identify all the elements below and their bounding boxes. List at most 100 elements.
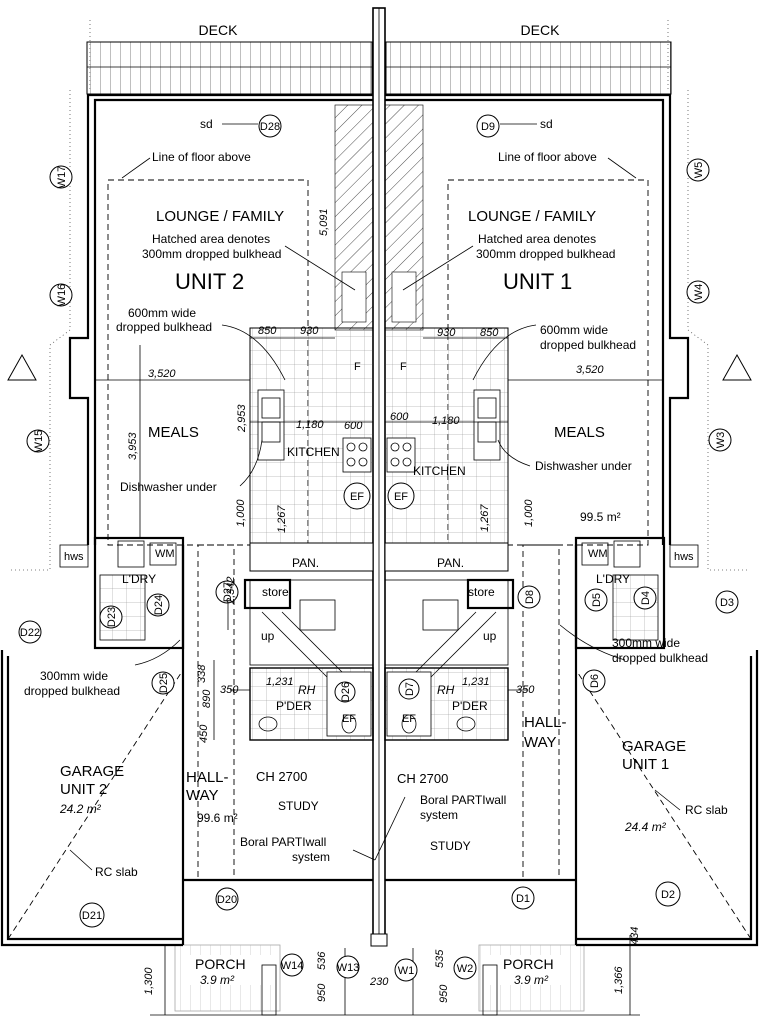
garage-left-area: 24.2 m² <box>59 802 102 816</box>
dim-350-right: 350 <box>516 684 535 696</box>
tag-d6: D6 <box>589 674 601 688</box>
dim-434: 434 <box>629 927 641 945</box>
bulkhead300-right-1: 300mm wide <box>612 636 680 650</box>
rcslab-left-label: RC slab <box>95 865 138 879</box>
bulkhead600-right-1: 600mm wide <box>540 323 608 337</box>
dim-600-left: 600 <box>344 420 363 432</box>
dim-5091: 5,091 <box>318 208 330 236</box>
area-unit2-label: 99.6 m² <box>197 811 238 825</box>
laundry-left <box>59 540 177 641</box>
porch-left-area: 3.9 m² <box>200 973 235 987</box>
pder-left-label: P'DER <box>276 699 312 713</box>
dim-850-right: 850 <box>480 327 499 339</box>
meals-right-label: MEALS <box>554 424 605 441</box>
partiwall-right-1: Boral PARTIwall <box>420 793 506 807</box>
north-triangle-left <box>7 353 37 381</box>
kitchen-left-label: KITCHEN <box>287 445 340 459</box>
tag-markers: D28 D9 D27 D8 D24 D23 D5 D4 D3 D22 D25 D… <box>18 114 739 982</box>
garage-right-area: 24.4 m² <box>624 820 667 834</box>
dishwasher-left-label: Dishwasher under <box>120 480 217 494</box>
tag-d24: D24 <box>153 595 165 615</box>
outer-walls <box>0 93 759 947</box>
meals-left-label: MEALS <box>148 424 199 441</box>
hatch-note-left-2: 300mm dropped bulkhead <box>142 247 281 261</box>
dim-338: 338 <box>196 664 208 683</box>
porch-right <box>478 944 585 1016</box>
ef-right-upper: EF <box>394 491 408 503</box>
porch-left-label: PORCH <box>195 956 246 972</box>
tag-d22: D22 <box>20 627 40 639</box>
dim-1000-left: 1,000 <box>235 499 247 527</box>
ldry-right-label: L'DRY <box>596 572 630 586</box>
garage-right-2: UNIT 1 <box>622 756 669 773</box>
dim-1000-right: 1,000 <box>523 499 535 527</box>
hatch-note-right-2: 300mm dropped bulkhead <box>476 247 615 261</box>
tag-w5: W5 <box>693 162 705 179</box>
tag-d4: D4 <box>640 591 652 605</box>
hallway-outline-left <box>197 544 235 881</box>
bulkhead600-right-2: dropped bulkhead <box>540 338 636 352</box>
f-right-label: F <box>400 361 407 373</box>
store-right-label: store <box>468 585 495 599</box>
hallway-left-1: HALL- <box>186 769 229 786</box>
dim-890: 890 <box>201 689 213 708</box>
pan-right-label: PAN. <box>437 556 464 570</box>
dim-930-left: 930 <box>300 325 319 337</box>
tag-d5: D5 <box>591 593 603 607</box>
leader-lines <box>69 123 681 871</box>
dim-1231-left: 1,231 <box>266 676 294 688</box>
tag-d2: D2 <box>661 889 675 901</box>
bulkhead300-left-1: 300mm wide <box>40 669 108 683</box>
pder-right-label: P'DER <box>452 699 488 713</box>
tag-d25: D25 <box>158 673 170 693</box>
dim-1267-left: 1,267 <box>276 505 288 533</box>
dim-3520-right: 3,520 <box>576 364 604 376</box>
dim-1366: 1,366 <box>613 966 625 994</box>
rh-left-label: RH <box>298 683 316 697</box>
dim-1267-right: 1,267 <box>479 504 491 532</box>
unit1-label: UNIT 1 <box>503 269 572 294</box>
garage-right-diagonal <box>575 669 752 940</box>
kitchen-right <box>384 327 509 572</box>
porch-left <box>174 944 281 1016</box>
north-triangle-right <box>722 353 752 381</box>
exhaust-fan-right-upper <box>387 482 415 510</box>
lounge-left-label: LOUNGE / FAMILY <box>156 208 284 225</box>
study-left-label: STUDY <box>278 799 319 813</box>
stair-right <box>384 578 515 681</box>
floor-above-label-right: Line of floor above <box>498 150 597 164</box>
partiwall-left-1: Boral PARTIwall <box>240 835 326 849</box>
powder-right <box>384 667 509 741</box>
tag-d3: D3 <box>720 597 734 609</box>
hallway-right-1: HALL- <box>524 714 567 731</box>
bulkhead300-left-2: dropped bulkhead <box>24 684 120 698</box>
hallway-outline-right <box>522 544 560 881</box>
dim-2342: 2,342 <box>225 576 237 605</box>
deck-right-label: DECK <box>521 22 561 38</box>
dim-1231-right: 1,231 <box>462 676 490 688</box>
pan-left-label: PAN. <box>292 556 319 570</box>
rh-right-label: RH <box>437 683 455 697</box>
exhaust-fan-left-upper <box>343 482 371 510</box>
garage-right-1: GARAGE <box>622 738 686 755</box>
dim-535: 535 <box>434 949 446 968</box>
dim-930-right: 930 <box>437 327 456 339</box>
bulkhead600-left-2: dropped bulkhead <box>116 320 212 334</box>
tag-w3: W3 <box>715 432 727 449</box>
dim-950-right: 950 <box>438 984 450 1003</box>
tag-d9: D9 <box>481 121 495 133</box>
porch-right-label: PORCH <box>503 956 554 972</box>
tag-w2: W2 <box>457 963 474 975</box>
porch-right-area: 3.9 m² <box>514 973 549 987</box>
unit2-label: UNIT 2 <box>175 269 244 294</box>
dim-1180-right: 1,180 <box>432 415 460 427</box>
wm-right-label: WM <box>588 548 608 560</box>
ch-left-label: CH 2700 <box>256 769 307 784</box>
dim-2953: 2,953 <box>236 404 248 433</box>
ef-right-lower: EF <box>402 713 416 725</box>
dishwasher-right-label: Dishwasher under <box>535 459 632 473</box>
hatch-note-left-1: Hatched area denotes <box>152 232 270 246</box>
tag-d20: D20 <box>217 894 237 906</box>
dim-1180-left: 1,180 <box>296 419 324 431</box>
